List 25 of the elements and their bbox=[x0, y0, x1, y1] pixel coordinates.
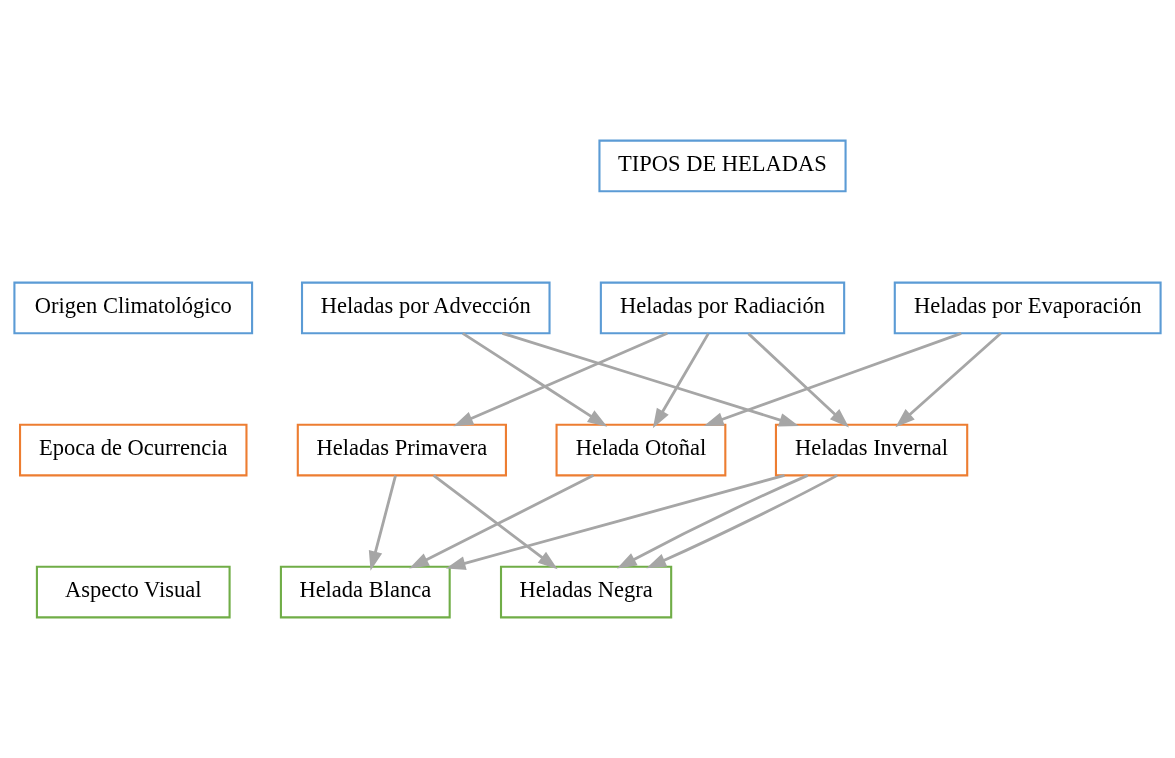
arrow bbox=[895, 332, 1002, 428]
arrow bbox=[462, 332, 608, 427]
node-box: Origen Climatológico bbox=[13, 281, 254, 335]
arrow bbox=[703, 332, 962, 426]
node-box: Helada Blanca bbox=[279, 565, 451, 619]
node-box: TIPOS DE HELADAS bbox=[598, 139, 847, 193]
node-box: Heladas por Evaporación bbox=[893, 281, 1162, 335]
node-box: Heladas Negra bbox=[499, 565, 673, 619]
node-box: Helada Otoñal bbox=[555, 423, 727, 477]
node-box: Heladas por Radiación bbox=[599, 281, 846, 335]
arrow bbox=[432, 474, 558, 570]
arrow bbox=[445, 474, 785, 570]
node-box: Heladas por Advección bbox=[300, 281, 551, 335]
node-box: Aspecto Visual bbox=[35, 565, 231, 619]
arrow bbox=[501, 331, 799, 427]
arrow bbox=[652, 332, 710, 429]
node-box: Heladas Primavera bbox=[296, 423, 507, 477]
arrow bbox=[409, 474, 595, 569]
arrow bbox=[453, 332, 668, 427]
node-box: Epoca de Ocurrencia bbox=[19, 423, 248, 477]
arrow bbox=[616, 474, 809, 569]
arrow bbox=[368, 475, 397, 571]
node-box: Heladas Invernal bbox=[774, 423, 969, 477]
arrow bbox=[747, 332, 849, 428]
arrow bbox=[646, 474, 838, 569]
